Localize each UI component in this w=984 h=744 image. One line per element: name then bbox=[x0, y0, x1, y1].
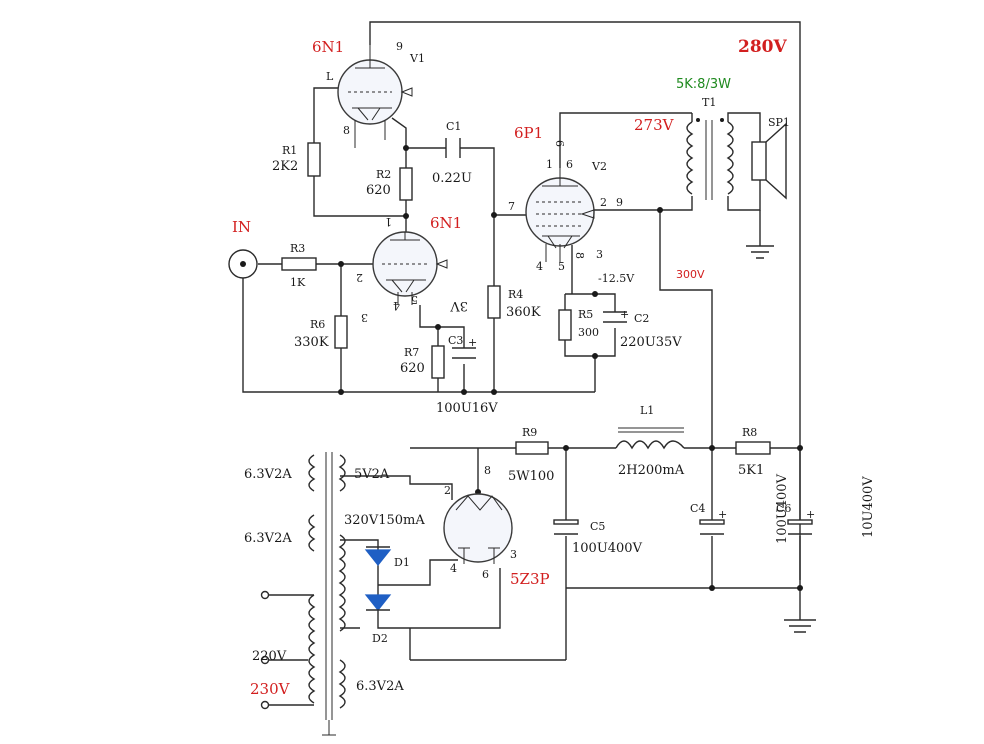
tube-v1-pin-l: L bbox=[326, 70, 334, 83]
voltage-280v: 280V bbox=[738, 37, 787, 57]
tube-rect-pin-6: 6 bbox=[482, 568, 489, 581]
c5-ref: C5 bbox=[590, 520, 605, 533]
tube-rect-pin-8: 8 bbox=[484, 464, 491, 477]
winding-2: 6.3V2A bbox=[244, 531, 292, 546]
winding-1: 6.3V2A bbox=[244, 467, 292, 482]
r6-ref: R6 bbox=[310, 318, 325, 331]
t1-ref: T1 bbox=[702, 96, 716, 109]
voltage-neg-12-5v: -12.5V bbox=[598, 272, 635, 285]
c3-ref: C3 bbox=[448, 334, 463, 347]
diodes bbox=[364, 546, 392, 611]
tube-v1-type: 6N1 bbox=[312, 38, 344, 56]
wiring bbox=[242, 21, 801, 661]
tube-v2-pin-6: 6 bbox=[566, 158, 573, 171]
c6-plus: + bbox=[806, 508, 815, 521]
tube-5z3p bbox=[443, 493, 513, 564]
c1-ref: C1 bbox=[446, 120, 461, 133]
c6-ref: C6 bbox=[776, 502, 791, 515]
r8-ref: R8 bbox=[742, 426, 757, 439]
c4-plus: + bbox=[718, 508, 727, 521]
power-transformer bbox=[260, 452, 346, 736]
r4-ref: R4 bbox=[508, 288, 523, 301]
r7-ref: R7 bbox=[404, 346, 419, 359]
input-label: IN bbox=[232, 218, 251, 236]
tube-v2-pin-6a: 6 bbox=[553, 140, 566, 147]
r2-ref: R2 bbox=[376, 168, 391, 181]
c5-value: 100U400V bbox=[572, 541, 643, 556]
r2-value: 620 bbox=[366, 183, 391, 198]
voltage-300v: 300V bbox=[676, 268, 705, 281]
r3-value: 1K bbox=[290, 276, 306, 289]
voltage-3v: 3V bbox=[450, 298, 468, 313]
r7-value: 620 bbox=[400, 361, 425, 376]
tube-rect-pin-2: 2 bbox=[444, 484, 451, 497]
r6-value: 330K bbox=[294, 335, 329, 350]
tube-v2 bbox=[525, 168, 595, 262]
tube-v2-pin-5: 5 bbox=[558, 260, 565, 273]
r1-value: 2K2 bbox=[272, 159, 298, 174]
capacitors bbox=[445, 138, 813, 535]
tube-rect-pin-4: 4 bbox=[450, 562, 457, 575]
sp1-ref: SP1 bbox=[768, 116, 790, 129]
winding-4: 320V150mA bbox=[344, 513, 425, 528]
winding-5: 6.3V2A bbox=[356, 679, 404, 694]
c3-value: 100U16V bbox=[436, 401, 498, 416]
input-jack bbox=[228, 249, 258, 279]
c6-value: 10U400V bbox=[861, 476, 876, 538]
output-transformer-t1 bbox=[686, 118, 734, 200]
tube-v1b bbox=[372, 231, 448, 305]
r5-ref: R5 bbox=[578, 308, 593, 321]
tube-v1b-pin-1: 1 bbox=[385, 215, 392, 228]
tube-v1b-pin-5: 5 bbox=[411, 293, 418, 306]
voltage-273v: 273V bbox=[634, 116, 675, 134]
inductor-l1 bbox=[615, 427, 685, 450]
tube-v2-pin-2: 2 bbox=[600, 196, 607, 209]
d1-ref: D1 bbox=[394, 556, 410, 569]
tube-v1b-pin-3: 3 bbox=[361, 311, 368, 324]
winding-3: 5V2A bbox=[354, 467, 390, 482]
r5-value: 300 bbox=[578, 326, 599, 339]
r3-ref: R3 bbox=[290, 242, 305, 255]
tube-v2-type: 6P1 bbox=[514, 124, 543, 142]
c2-ref: C2 bbox=[634, 312, 649, 325]
tube-rect-pin-3: 3 bbox=[510, 548, 517, 561]
l1-value: 2H200mA bbox=[618, 463, 685, 478]
c1-value: 0.22U bbox=[432, 171, 472, 186]
tube-v2-pin-3: 3 bbox=[596, 248, 603, 261]
mains-220v: 220V bbox=[252, 649, 287, 664]
r8-value: 5K1 bbox=[738, 463, 764, 478]
l1-ref: L1 bbox=[640, 404, 654, 417]
c4-ref: C4 bbox=[690, 502, 705, 515]
c3-plus: + bbox=[468, 336, 477, 349]
c2-value: 220U35V bbox=[620, 335, 682, 350]
tube-v2-ref: V2 bbox=[591, 160, 607, 173]
tube-v2-pin-9: 9 bbox=[616, 196, 623, 209]
tube-v1-pin-8: 8 bbox=[343, 124, 350, 137]
c4-value: 100U400V bbox=[775, 473, 790, 544]
tube-v1b-pin-4: 4 bbox=[393, 299, 400, 312]
tube-v2-pin-8: 8 bbox=[573, 252, 586, 259]
tube-v2-pin-4: 4 bbox=[536, 260, 543, 273]
mains-230v: 230V bbox=[250, 680, 291, 698]
ground-symbols bbox=[746, 245, 816, 633]
speaker-sp1 bbox=[751, 122, 787, 200]
d2-ref: D2 bbox=[372, 632, 388, 645]
r4-value: 360K bbox=[506, 305, 541, 320]
tube-v2-pin-7: 7 bbox=[508, 200, 515, 213]
tube-v1-ref: V1 bbox=[409, 52, 425, 65]
tube-v1 bbox=[337, 45, 413, 148]
resistors bbox=[281, 142, 771, 455]
tube-v1-pin-9: 9 bbox=[396, 40, 403, 53]
tube-rect-type: 5Z3P bbox=[510, 570, 550, 588]
tube-v2-pin-1: 1 bbox=[546, 158, 553, 171]
tube-v1b-type: 6N1 bbox=[430, 214, 462, 232]
r9-value: 5W100 bbox=[508, 469, 554, 484]
tube-v1b-pin-2: 2 bbox=[356, 271, 363, 284]
c2-plus: + bbox=[620, 308, 629, 321]
t1-value: 5K:8/3W bbox=[676, 77, 731, 92]
junctions bbox=[338, 145, 803, 591]
r1-ref: R1 bbox=[282, 144, 297, 157]
r9-ref: R9 bbox=[522, 426, 537, 439]
